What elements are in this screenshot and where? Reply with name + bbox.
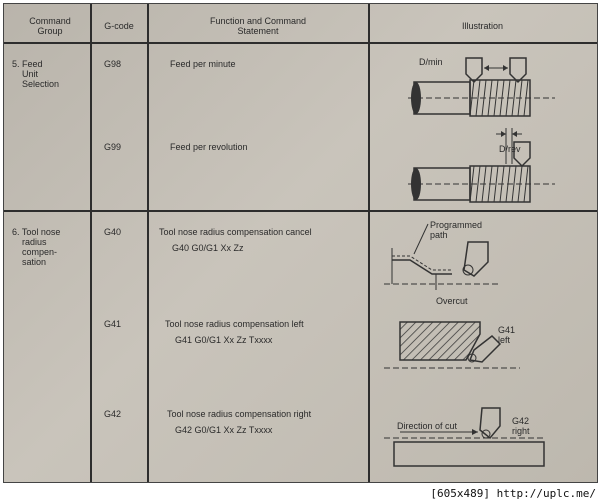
section-label-feed-unit: 5. Feed Unit Selection bbox=[12, 59, 60, 89]
illustration-label-drev: D/rev bbox=[499, 144, 521, 154]
illustration-label-g42-right: G42 right bbox=[512, 416, 530, 436]
column-divider bbox=[147, 4, 149, 482]
command-cell: G40 G0/G1 Xx Zz bbox=[172, 243, 244, 253]
image-caption: [605x489] http://uplc.me/ bbox=[430, 487, 596, 500]
header-command-group: Command Group bbox=[29, 16, 71, 36]
feed-per-minute-illustration bbox=[408, 57, 555, 117]
column-divider bbox=[368, 4, 370, 482]
gcode-cell: G99 bbox=[104, 142, 122, 152]
header-function: Function and Command Statement bbox=[209, 16, 307, 36]
command-cell: G41 G0/G1 Xx Zz Txxxx bbox=[175, 335, 273, 345]
illustration-label-programmed-path: Programmed path bbox=[430, 220, 483, 240]
compensation-left-illustration bbox=[384, 321, 520, 369]
header-divider bbox=[4, 42, 597, 44]
column-divider bbox=[90, 4, 92, 482]
illustration-label-direction-of-cut: Direction of cut bbox=[397, 421, 458, 431]
compensation-cancel-illustration bbox=[384, 223, 500, 290]
function-cell: Tool nose radius compensation cancel bbox=[159, 227, 312, 237]
section-divider bbox=[4, 210, 597, 212]
header-illustration: Illustration bbox=[461, 21, 504, 31]
illustration-label-g41-left: G41 left bbox=[498, 325, 516, 345]
gcode-cell: G40 bbox=[104, 227, 122, 237]
gcode-cell: G41 bbox=[104, 319, 122, 329]
gcode-cell: G98 bbox=[104, 59, 122, 69]
header-gcode: G-code bbox=[104, 21, 134, 31]
illustration-label-overcut: Overcut bbox=[436, 296, 468, 306]
gcode-cell: G42 bbox=[104, 409, 122, 419]
function-cell: Tool nose radius compensation left bbox=[165, 319, 304, 329]
function-cell: Feed per minute bbox=[170, 59, 236, 69]
feed-per-revolution-illustration bbox=[408, 128, 555, 203]
compensation-right-illustration bbox=[384, 407, 546, 467]
section-label-tool-nose: 6. Tool nose radius compen- sation bbox=[12, 227, 61, 267]
command-cell: G42 G0/G1 Xx Zz Txxxx bbox=[175, 425, 273, 435]
function-cell: Tool nose radius compensation right bbox=[167, 409, 312, 419]
document-photo: Command Group G-code Function and Comman… bbox=[3, 3, 598, 483]
function-cell: Feed per revolution bbox=[170, 142, 248, 152]
illustration-label-dmin: D/min bbox=[419, 57, 443, 67]
